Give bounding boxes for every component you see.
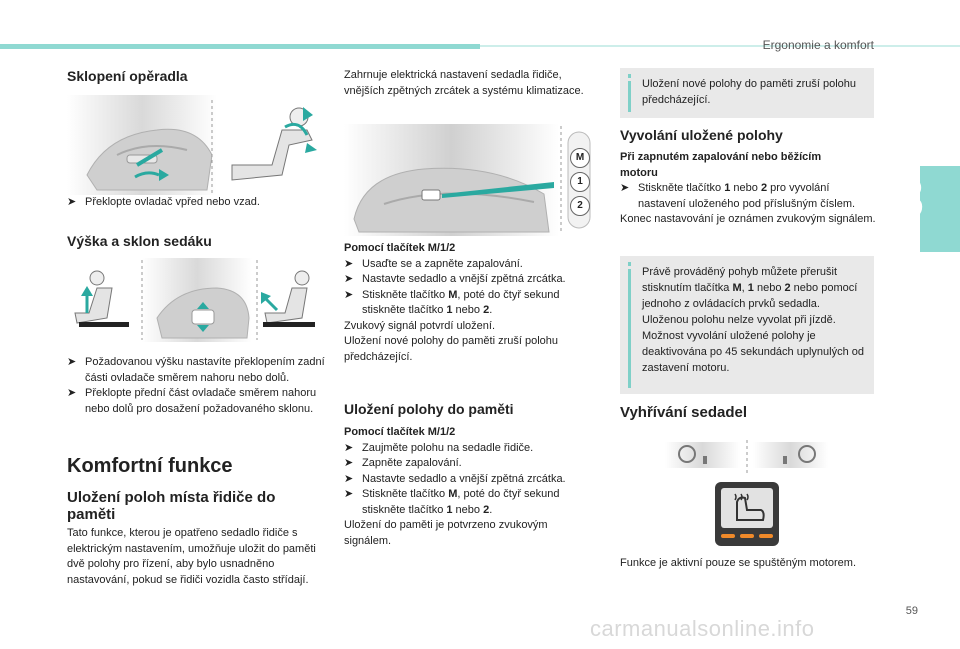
save-confirm-text: Zvukový signál potvrdí uložení. [344,319,496,332]
note-interrupt-text: Právě prováděný pohyb můžete přerušit st… [642,266,858,310]
heating-note: Funkce je aktivní pouze se spuštěným mot… [620,556,874,572]
height-instructions: ➤ Požadovanou výšku nastavíte překlopením… [67,355,329,417]
recall-subheading: Při zapnutém zapalování nebo běžícím mot… [620,151,822,179]
heading-seat-heating: Vyhřívání sedadel [620,404,748,421]
illustration-backrest-tilt [67,95,325,195]
save-steps-subheading: Pomocí tlačítek M/1/2 [344,242,456,254]
tilt-step: Překlopte ovladač vpřed nebo vzad. [85,196,260,208]
memory-button-1: 1 [570,172,590,192]
note-override-text: Uložení nové polohy do paměti zruší polo… [642,78,857,106]
store-step-4: ➤Stiskněte tlačítko M, poté do čtyř seku… [344,488,560,516]
note-override-info: Uložení nové polohy do paměti zruší polo… [620,68,874,118]
bullet-arrow-icon: ➤ [344,273,354,285]
store-step-3: Nastavte sedadlo a vnější zpětná zrcátka… [362,472,566,485]
memory-button-m: M [570,148,590,168]
info-icon [628,262,631,388]
illustration-seat-heating [665,440,830,550]
recall-end-text: Konec nastavování je oznámen zvukovým si… [620,213,876,225]
note-driving-text: Uloženou polohu nelze vyvolat při jízdě. [642,314,836,326]
bullet-arrow-icon: ➤ [344,257,354,270]
save-step-2: Nastavte sedadlo a vnější zpětná zrcátka… [362,273,566,285]
save-step-3: ➤Stiskněte tlačítko M, poté do čtyř seku… [344,288,560,317]
store-steps: Pomocí tlačítek M/1/2 ➤ Zaujměte polohu n… [344,425,594,549]
chapter-number: 3 [892,166,925,231]
save-description: Tato funkce, kterou je opatřeno sedadlo … [67,526,329,588]
memory-button-2: 2 [570,196,590,216]
bullet-arrow-icon: ➤ [344,441,354,454]
bullet-arrow-icon: ➤ [344,472,354,485]
illustration-seat-height [67,258,325,342]
save-step-1: Usaďte se a zapněte zapalování. [362,257,523,270]
info-icon [628,74,631,112]
heading-save-positions: Uložení poloh místa řidiče do paměti [67,489,276,523]
tilt-instructions: ➤ Překlopte ovladač vpřed nebo vzad. [67,195,327,211]
heading-comfort-functions: Komfortní funkce [67,455,233,477]
save-paragraph: Tato funkce, kterou je opatřeno sedadlo … [67,527,316,586]
note-timeout-text: Možnost vyvolání uložené polohy je deakt… [642,330,864,374]
store-confirm-text: Uložení do paměti je potvrzeno zvukovým … [344,519,548,547]
heating-active-text: Funkce je aktivní pouze se spuštěným mot… [620,557,856,569]
recall-step-1: ➤Stiskněte tlačítko 1 nebo 2 pro vyvolán… [620,182,856,210]
bullet-arrow-icon: ➤ [67,196,77,208]
recall-steps: Při zapnutém zapalování nebo běžícím mot… [620,150,876,228]
bullet-arrow-icon: ➤ [620,182,630,194]
page-number: 59 [905,605,918,617]
save-steps: Pomocí tlačítek M/1/2 ➤ Usaďte se a zapně… [344,241,594,365]
memory-intro: Zahrnuje elektrická nastavení sedadla ři… [344,68,594,99]
bullet-arrow-icon: ➤ [344,288,354,301]
header-accent-bar [0,44,480,49]
header-rule [480,45,960,47]
memory-intro-text: Zahrnuje elektrická nastavení sedadla ři… [344,69,584,97]
height-step-2: Překlopte přední část ovladače směrem na… [85,387,317,415]
section-title: Ergonomie a komfort [762,38,874,52]
heading-store-position: Uložení polohy do paměti [344,401,514,417]
chapter-tab [920,166,960,252]
bullet-arrow-icon: ➤ [67,356,77,368]
heading-seat-height: Výška a sklon sedáku [67,233,212,249]
illustration-memory-buttons: M 1 2 [344,124,594,236]
height-step-1: Požadovanou výšku nastavíte překlopením … [85,356,325,384]
heading-recall-position: Vyvolání uložené polohy [620,127,783,143]
bullet-arrow-icon: ➤ [344,457,354,469]
store-step-1: Zaujměte polohu na sedadle řidiče. [362,441,534,454]
save-override-text: Uložení nové polohy do paměti zruší polo… [344,335,559,363]
store-steps-subheading: Pomocí tlačítek M/1/2 [344,426,456,438]
bullet-arrow-icon: ➤ [344,488,354,500]
note-interrupt-info: Právě prováděný pohyb můžete přerušit st… [620,256,874,394]
heading-backrest-tilt: Sklopení opěradla [67,68,188,84]
store-step-2: Zapněte zapalování. [362,457,462,469]
watermark: carmanualsonline.info [590,616,815,641]
bullet-arrow-icon: ➤ [67,387,77,399]
